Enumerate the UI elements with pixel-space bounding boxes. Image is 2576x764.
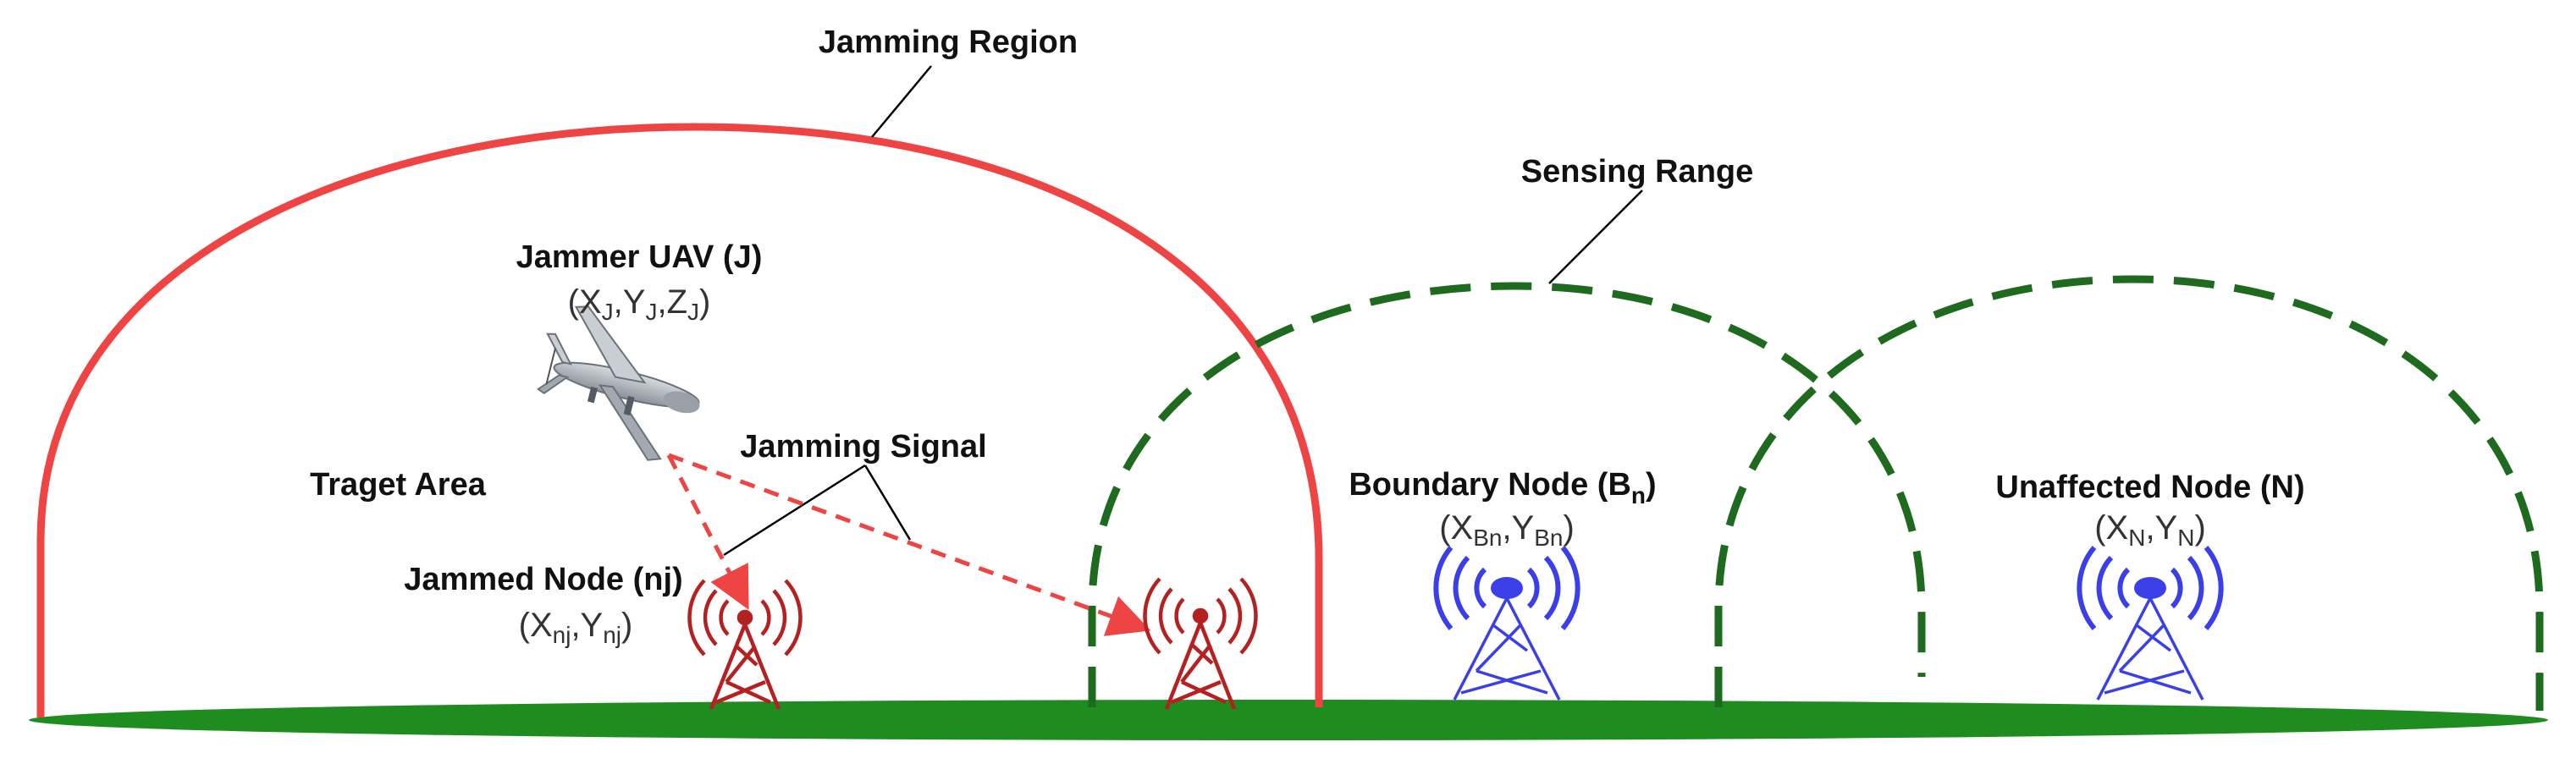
sensing-range-leader-line [1548, 190, 1643, 284]
jamming-region-label: Jamming Region [819, 25, 1078, 60]
target-area-label: Traget Area [310, 467, 487, 503]
radio-tower-icon [687, 579, 803, 710]
jamming-signal-arrow-jammed [666, 453, 749, 610]
boundary-node-label: Boundary Node (Bn) [1349, 467, 1656, 508]
radio-tower-icon [2077, 546, 2224, 701]
jammer-coordinates: (XJ,YJ,ZJ) [568, 283, 711, 325]
jamming-signal-arrow-boundary [668, 453, 1151, 636]
drone-icon [536, 305, 700, 461]
ground-plane [29, 700, 2548, 740]
jammer-uav-label: Jammer UAV (J) [516, 239, 763, 275]
unaffected-node-coordinates: (XN,YN) [2094, 509, 2206, 551]
sensing-range-boundary-node [1088, 282, 1926, 707]
unaffected-node-label: Unaffected Node (N) [1995, 470, 2304, 505]
jamming-signal-leader-line-a [723, 464, 866, 557]
jamming-region-boundary [36, 123, 1323, 717]
jammed-node-coordinates: (Xnj,Ynj) [519, 607, 633, 648]
jamming-signal-leader-line-b [863, 464, 912, 541]
jammed-node-label: Jammed Node (nj) [404, 562, 682, 597]
jamming-region-leader-line [871, 65, 932, 138]
jamming-signal-label: Jamming Signal [740, 429, 986, 464]
sensing-range-label: Sensing Range [1521, 154, 1754, 190]
sensing-range-unaffected-node [1714, 275, 2544, 711]
radio-tower-icon [1143, 577, 1258, 710]
radio-tower-icon [1433, 546, 1580, 701]
boundary-node-coordinates: (XBn,YBn) [1439, 509, 1575, 551]
